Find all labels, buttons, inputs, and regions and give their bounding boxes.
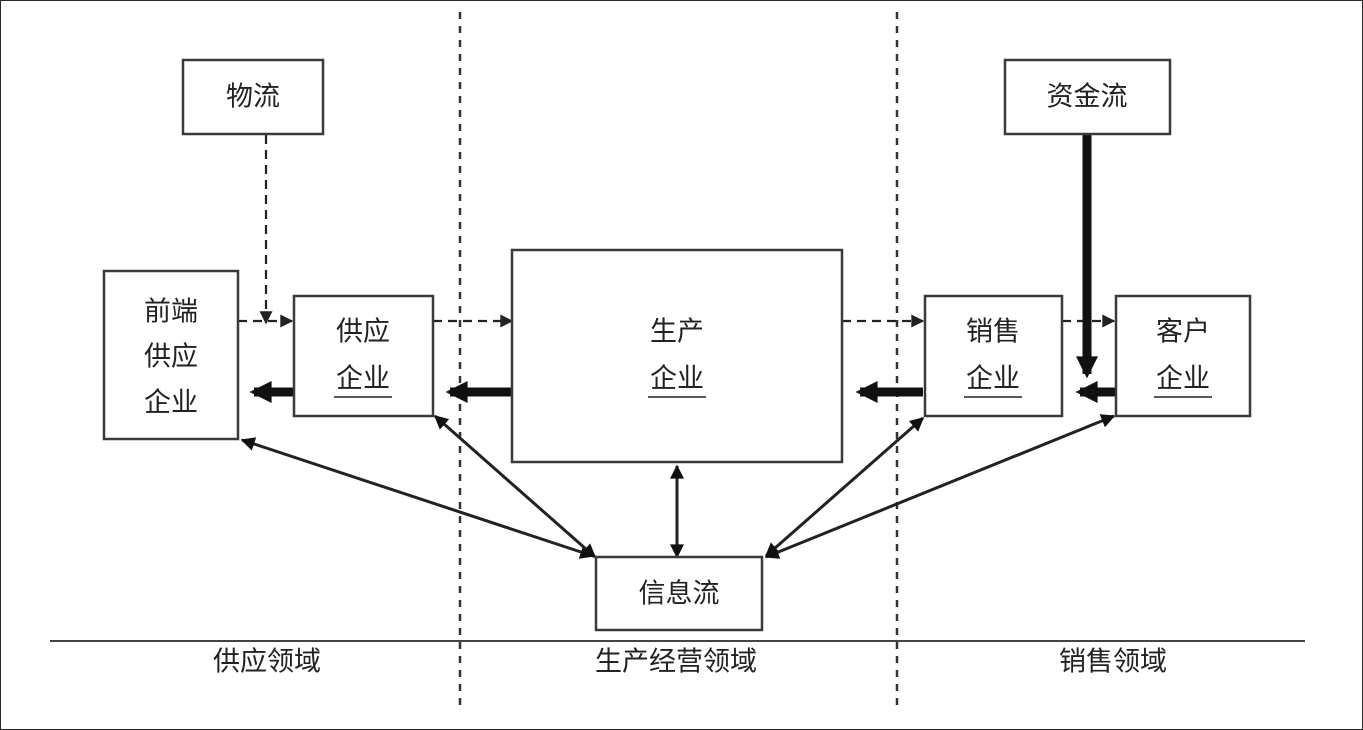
- seller-node: 销售 企业: [923, 294, 1064, 418]
- producer-line-2: 企业: [650, 364, 704, 395]
- producer-line-1: 生产: [650, 317, 704, 348]
- domain-label-supply: 供应领域: [213, 647, 321, 678]
- capital-flow-node: 资金流: [1003, 58, 1172, 136]
- supplier-node: 供应 企业: [292, 294, 435, 418]
- upstream-supplier-line-1: 前端: [144, 297, 198, 328]
- customer-node: 客户 企业: [1114, 294, 1252, 418]
- logistics-flow-label: 物流: [226, 82, 280, 113]
- supplier-line-2: 企业: [336, 364, 390, 395]
- info-supplier-arrow: [433, 414, 597, 559]
- information-flow-label: 信息流: [639, 579, 720, 610]
- supplier-line-1: 供应: [336, 317, 390, 348]
- domain-label-production: 生产经营领域: [595, 647, 757, 678]
- domain-label-sales: 销售领域: [1059, 647, 1167, 678]
- info-customer-arrow: [764, 414, 1116, 559]
- information-flow-node: 信息流: [594, 555, 764, 632]
- seller-line-1: 销售: [966, 317, 1020, 348]
- seller-line-2: 企业: [966, 364, 1020, 395]
- upstream-supplier-line-3: 企业: [144, 388, 198, 419]
- logistics-flow-node: 物流: [181, 58, 325, 136]
- upstream-supplier-node: 前端 供应 企业: [102, 269, 240, 441]
- customer-line-1: 客户: [1156, 317, 1210, 348]
- producer-node: 生产 企业: [510, 248, 844, 464]
- capital-flow-label: 资金流: [1047, 82, 1128, 113]
- upstream-supplier-line-2: 供应: [144, 342, 198, 373]
- customer-line-2: 企业: [1156, 364, 1210, 395]
